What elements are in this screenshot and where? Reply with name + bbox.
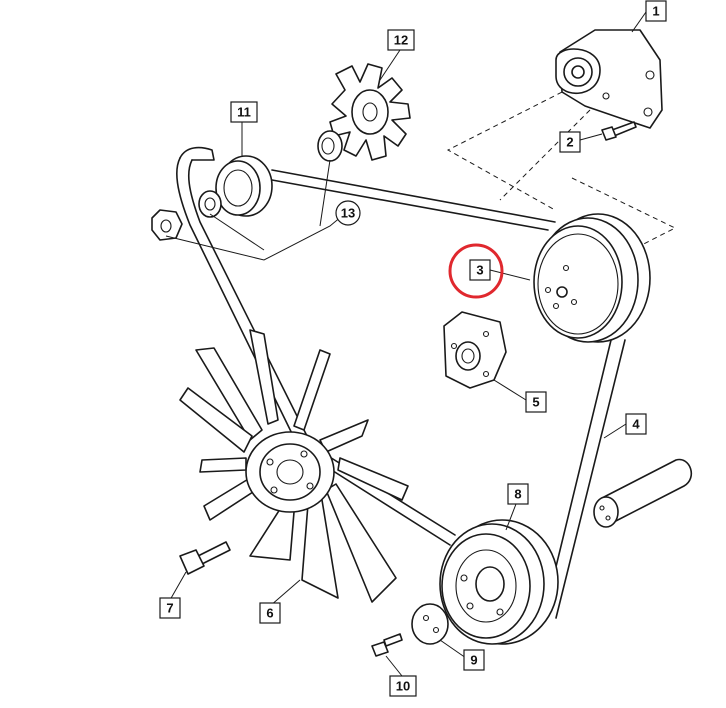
svg-text:1: 1 xyxy=(652,4,659,19)
svg-text:3: 3 xyxy=(476,263,483,278)
leader-lines xyxy=(169,11,647,677)
callout-10: 10 xyxy=(389,675,417,697)
alternator-fan xyxy=(329,63,411,161)
callout-11: 11 xyxy=(230,101,258,123)
callout-5: 5 xyxy=(525,391,547,413)
callout-7: 7 xyxy=(159,597,181,619)
svg-text:10: 10 xyxy=(396,679,410,694)
cooling-fan xyxy=(179,329,409,603)
callout-13-bracket xyxy=(165,215,343,261)
water-pump-pulley xyxy=(533,213,651,343)
callout-1: 1 xyxy=(645,0,667,22)
svg-text:12: 12 xyxy=(394,33,408,48)
nut xyxy=(151,209,183,241)
callout-12: 12 xyxy=(387,29,415,51)
svg-text:8: 8 xyxy=(514,487,521,502)
callout-13: 13 xyxy=(335,200,361,226)
crankshaft-end xyxy=(593,458,693,528)
drive-belt xyxy=(176,146,626,619)
svg-text:2: 2 xyxy=(566,135,573,150)
pulley-washer-plate xyxy=(411,603,449,645)
svg-text:11: 11 xyxy=(237,105,251,120)
svg-text:5: 5 xyxy=(532,395,539,410)
callout-6: 6 xyxy=(259,602,281,624)
callout-3-highlight-circle xyxy=(448,243,504,299)
alternator-pulley xyxy=(215,155,273,217)
callout-3: 3 xyxy=(448,243,504,299)
svg-text:6: 6 xyxy=(266,606,273,621)
crankshaft-bolt xyxy=(371,633,403,657)
fan-bolt xyxy=(179,541,231,575)
callout-9: 9 xyxy=(463,649,485,671)
water-pump-housing xyxy=(555,29,663,129)
pump-bolt xyxy=(601,121,637,141)
callout-4: 4 xyxy=(625,413,647,435)
callout-8: 8 xyxy=(507,483,529,505)
svg-text:13: 13 xyxy=(341,206,355,221)
svg-text:4: 4 xyxy=(632,417,640,432)
washer xyxy=(198,190,222,218)
callout-2: 2 xyxy=(559,131,581,153)
pulley-collar xyxy=(317,130,343,162)
crankshaft-pulley xyxy=(439,519,559,645)
svg-text:7: 7 xyxy=(166,601,173,616)
svg-text:9: 9 xyxy=(470,653,477,668)
pulley-spacer xyxy=(443,311,507,389)
